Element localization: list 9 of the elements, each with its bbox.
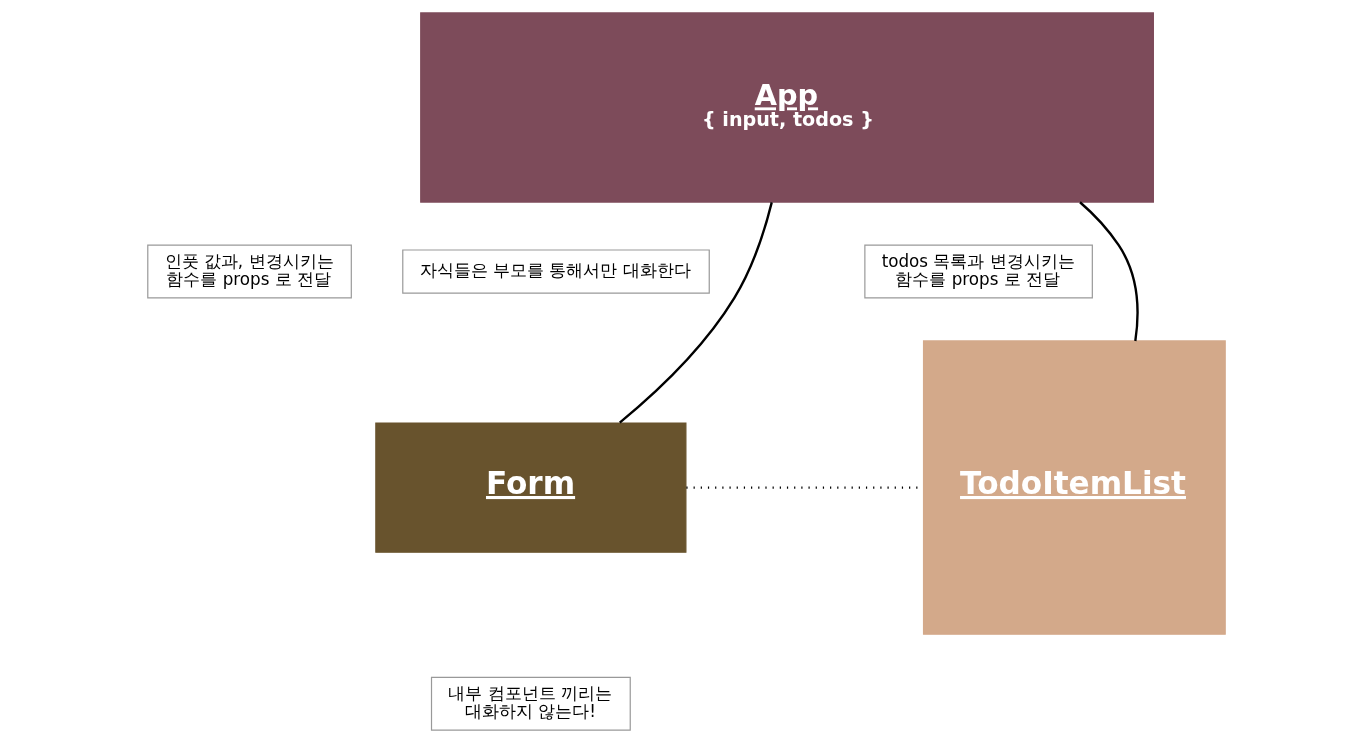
node-box: 내부 컴포넌트 끼리는 대화하지 않는다! bbox=[430, 676, 631, 731]
node-box: Form bbox=[374, 422, 686, 553]
connector bbox=[1078, 201, 1139, 342]
node-box: todos 목록과 변경시키는 함수를 props 로 전달 bbox=[863, 244, 1093, 299]
node-box: 인풋 값과, 변경시키는 함수를 props 로 전달 bbox=[146, 244, 352, 299]
node-box: App { input, todos } bbox=[419, 12, 1154, 203]
node-box: 자식들은 부모를 통해서만 대화한다 bbox=[401, 249, 710, 294]
node-box: TodoItemList bbox=[922, 340, 1226, 635]
connector bbox=[618, 202, 773, 424]
